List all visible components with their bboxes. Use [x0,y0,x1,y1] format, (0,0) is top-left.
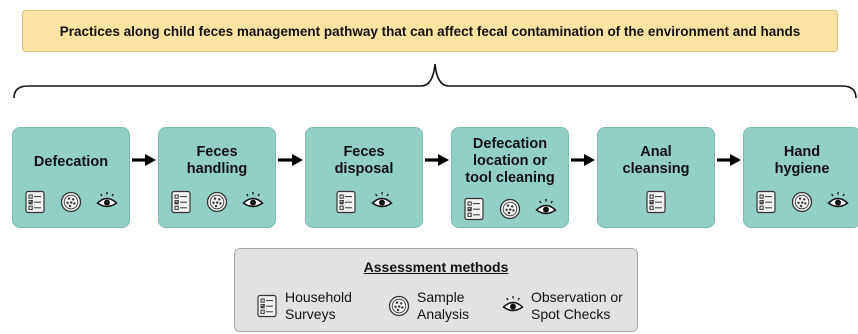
legend-item-sample: Sample Analysis [387,289,469,323]
diagram-title: Practices along child feces management p… [59,23,801,39]
pathway-step-box: Feces handling [158,127,276,228]
pathway-step-label: Anal cleansing [622,144,690,177]
survey-icon [255,294,279,318]
eye-icon [501,294,525,318]
legend-item-observation: Observation or Spot Checks [501,289,623,323]
legend-item-survey: Household Surveys [255,289,352,323]
pathway-step-box: Defecation location or tool cleaning [451,127,569,228]
pathway-step-label: Hand hygiene [774,144,830,177]
legend-box: Assessment methods Household Surveys Sam… [234,248,638,332]
sample-analysis-icon [59,190,83,214]
pathway-step-box: Anal cleansing [597,127,715,228]
survey-icon [334,190,358,214]
sample-analysis-icon [387,294,411,318]
assessment-method-icons [13,190,129,214]
pathway-arrow [425,154,449,166]
assessment-method-icons [598,190,714,214]
legend-label-sample: Sample Analysis [417,289,470,322]
pathway-step-label: Defecation location or tool cleaning [465,136,555,186]
survey-icon [644,190,668,214]
survey-icon [754,190,778,214]
pathway-arrow [717,154,741,166]
pathway-arrow [571,154,595,166]
survey-icon [169,190,193,214]
sample-analysis-icon [498,197,522,221]
pathway-arrow [132,154,156,166]
grouping-brace [13,63,857,99]
pathway-step-box: Feces disposal [305,127,423,228]
eye-icon [826,190,850,214]
assessment-method-icons [744,190,858,214]
assessment-method-icons [452,197,568,221]
pathway-step-label: Feces disposal [334,144,394,177]
legend-label-observation: Observation or Spot Checks [531,289,623,322]
title-box: Practices along child feces management p… [22,10,838,52]
pathway-arrow [278,154,303,166]
legend-label-survey: Household Surveys [285,289,352,322]
pathway-step-label: Defecation [33,154,109,170]
sample-analysis-icon [205,190,229,214]
assessment-method-icons [306,190,422,214]
sample-analysis-icon [790,190,814,214]
pathway-step-box: Hand hygiene [743,127,858,228]
assessment-method-icons [159,190,275,214]
eye-icon [95,190,119,214]
eye-icon [534,197,558,221]
survey-icon [23,190,47,214]
pathway-step-label: Feces handling [186,144,248,177]
legend-title: Assessment methods [363,259,509,275]
eye-icon [241,190,265,214]
survey-icon [462,197,486,221]
pathway-step-box: Defecation [12,127,130,228]
eye-icon [370,190,394,214]
